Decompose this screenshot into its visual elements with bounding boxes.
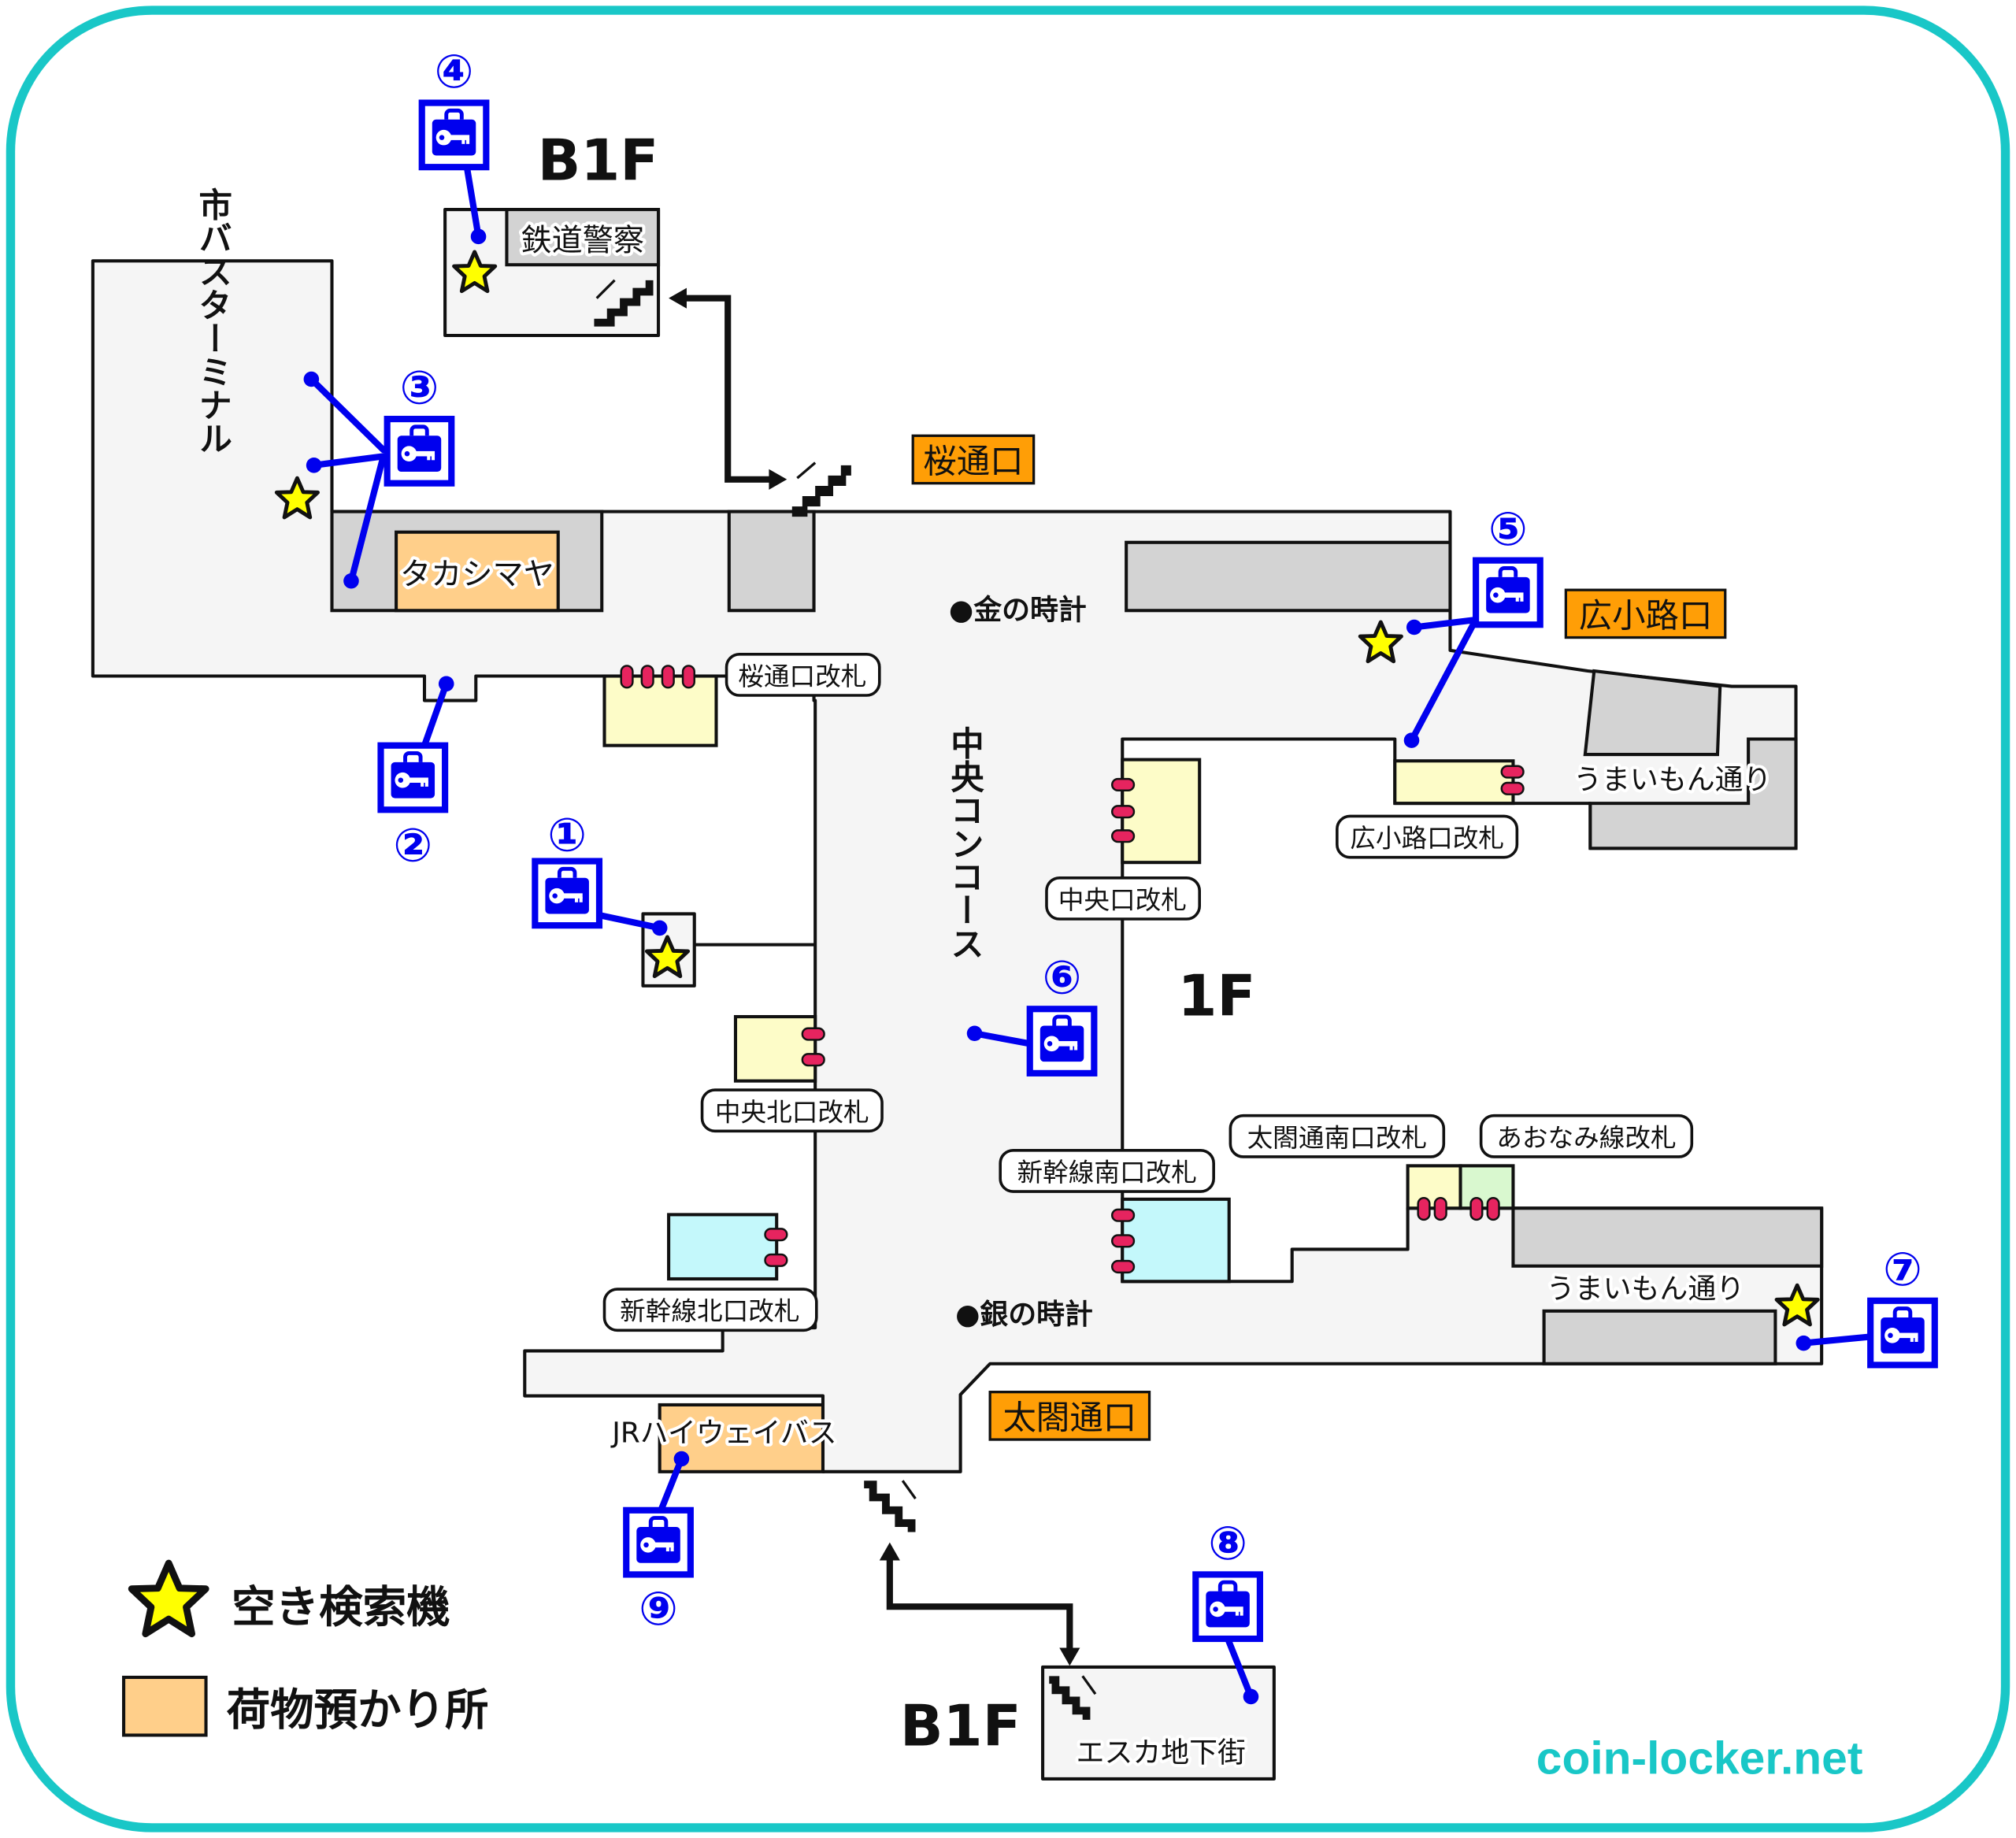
bus-terminal-label: 市バスターミナル [193, 187, 232, 454]
central-concourse-label: 中央コンコース [945, 726, 984, 960]
coin-locker-icon [626, 1510, 691, 1575]
svg-text:桜通口改札: 桜通口改札 [738, 661, 866, 691]
locker-8[interactable]: ⑧ [1195, 1516, 1260, 1639]
svg-text:太閤通口: 太閤通口 [1003, 1399, 1137, 1438]
locker-5[interactable]: ⑤ [1476, 502, 1540, 624]
svg-text:桜通口: 桜通口 [923, 443, 1023, 482]
umaimon-south-label: うまいもん通り [1547, 1273, 1744, 1305]
gate-label-taiko-south: 太閤通南口改札 [1228, 1114, 1446, 1158]
coin-locker-icon [1030, 1009, 1095, 1073]
leaders [303, 164, 1874, 1705]
gate-label-central: 中央口改札 [1045, 876, 1201, 921]
block-grey-5 [1511, 1206, 1824, 1268]
locker-2[interactable]: ② [381, 746, 446, 873]
svg-text:③: ③ [400, 361, 439, 415]
exit-sakura-dori: 桜通口 [911, 434, 1036, 485]
coin-locker-icon [387, 419, 452, 484]
connector-arrow-top [681, 295, 772, 483]
gate-label-hirokoji: 広小路口改札 [1336, 814, 1519, 859]
gate-label-shinkansen-north: 新幹線北口改札 [602, 1288, 818, 1332]
arrow-head-right [769, 469, 788, 490]
coin-locker-icon [381, 746, 446, 810]
coin-locker-icon [422, 103, 487, 168]
gold-clock-label: ●金の時計 [949, 594, 1087, 627]
b1f-esca-area: エスカ地下街 B1F [900, 1665, 1276, 1781]
locker-4[interactable]: ④ [422, 44, 487, 167]
takashimaya-label: タカシマヤ [400, 558, 554, 593]
jr-highway-bus-label: JRハイウェイバス [610, 1417, 836, 1449]
arrow-head-left [669, 287, 687, 309]
esca-stairs-icon [1049, 1675, 1097, 1720]
svg-text:新幹線南口改札: 新幹線南口改札 [1017, 1158, 1196, 1188]
gate-sakura-dori [602, 674, 718, 747]
legend-star: 空き検索機 [132, 1563, 450, 1634]
arrow-head-down [1059, 1647, 1080, 1666]
legend: 空き検索機 荷物預かり所 [122, 1563, 489, 1737]
locker-1[interactable]: ① [535, 807, 599, 925]
gate-label-shinkansen-south: 新幹線南口改札 [999, 1148, 1215, 1193]
svg-text:⑤: ⑤ [1488, 502, 1528, 556]
svg-text:あおなみ線改札: あおなみ線改札 [1496, 1123, 1676, 1153]
svg-text:⑥: ⑥ [1043, 950, 1082, 1005]
block-grey-1 [727, 510, 816, 613]
block-grey-6 [1542, 1309, 1777, 1366]
svg-text:市バスターミナル: 市バスターミナル [193, 187, 232, 454]
gate-label-central-north: 中央北口改札 [700, 1088, 884, 1133]
coin-locker-icon [1476, 561, 1540, 625]
gate-taiko-south [1406, 1164, 1462, 1210]
floor-label-1f: 1F [1177, 962, 1255, 1028]
svg-text:広小路口: 広小路口 [1579, 597, 1713, 636]
exit-taiko-dori: 太閤通口 [988, 1391, 1151, 1441]
umaimon-north-label: うまいもん通り [1573, 764, 1771, 796]
locker-6[interactable]: ⑥ [1030, 950, 1095, 1073]
turnstiles [620, 665, 1525, 1274]
gate-central-north [733, 1015, 817, 1083]
svg-text:④: ④ [435, 44, 474, 98]
floor-label-b1f-bottom: B1F [900, 1692, 1021, 1758]
svg-text:新幹線北口改札: 新幹線北口改札 [620, 1296, 799, 1326]
gate-label-sakura-dori: 桜通口改札 [724, 652, 881, 697]
locker-7[interactable]: ⑦ [1870, 1242, 1935, 1365]
silver-clock-label: ●銀の時計 [955, 1299, 1093, 1331]
svg-text:空き検索機: 空き検索機 [232, 1582, 450, 1633]
block-grey-2 [1125, 540, 1452, 613]
svg-text:⑦: ⑦ [1883, 1242, 1922, 1296]
b1f-police-area: 鉄道警察 B1F [443, 128, 661, 338]
gate-shinkansen-north [667, 1213, 779, 1281]
arrow-head-up [879, 1542, 900, 1561]
svg-text:中央口改札: 中央口改札 [1058, 885, 1187, 915]
exit-hirokoji: 広小路口 [1564, 588, 1727, 639]
svg-text:⑧: ⑧ [1208, 1516, 1247, 1570]
svg-text:中央北口改札: 中央北口改札 [715, 1097, 869, 1127]
takashimaya-luggage [395, 530, 560, 613]
block-grey-3 [1583, 669, 1722, 757]
watermark[interactable]: coin-locker.net [1536, 1732, 1863, 1784]
svg-text:①: ① [547, 807, 587, 862]
gate-label-aonami: あおなみ線改札 [1479, 1114, 1694, 1158]
stairs-down-icon-taiko [864, 1480, 917, 1532]
gate-aonami [1458, 1164, 1515, 1210]
svg-text:⑨: ⑨ [639, 1581, 678, 1636]
svg-text:広小路口改札: 広小路口改札 [1350, 824, 1504, 854]
svg-text:太閤通南口改札: 太閤通南口改札 [1247, 1123, 1427, 1153]
block-grey-4 [1588, 737, 1798, 850]
connector-arrow-bottom [886, 1558, 1073, 1652]
svg-text:荷物預かり所: 荷物預かり所 [227, 1684, 489, 1736]
coin-locker-icon [535, 862, 599, 926]
gate-shinkansen-south [1121, 1197, 1231, 1284]
floor-label-b1f-top: B1F [538, 128, 659, 194]
stairs-down-icon-sakura [791, 461, 851, 517]
orange-square-icon [122, 1675, 208, 1737]
legend-luggage: 荷物預かり所 [122, 1675, 489, 1737]
coin-locker-icon [1195, 1574, 1260, 1639]
svg-text:エスカ地下街: エスカ地下街 [1077, 1737, 1246, 1769]
locker-3[interactable]: ③ [387, 361, 452, 484]
gate-hirokoji [1393, 759, 1515, 806]
stairs-up-icon [594, 279, 654, 327]
svg-text:②: ② [393, 818, 432, 873]
locker-9[interactable]: ⑨ [626, 1510, 691, 1636]
coin-locker-icon [1870, 1301, 1935, 1366]
railway-police-label: 鉄道警察 [521, 223, 644, 258]
